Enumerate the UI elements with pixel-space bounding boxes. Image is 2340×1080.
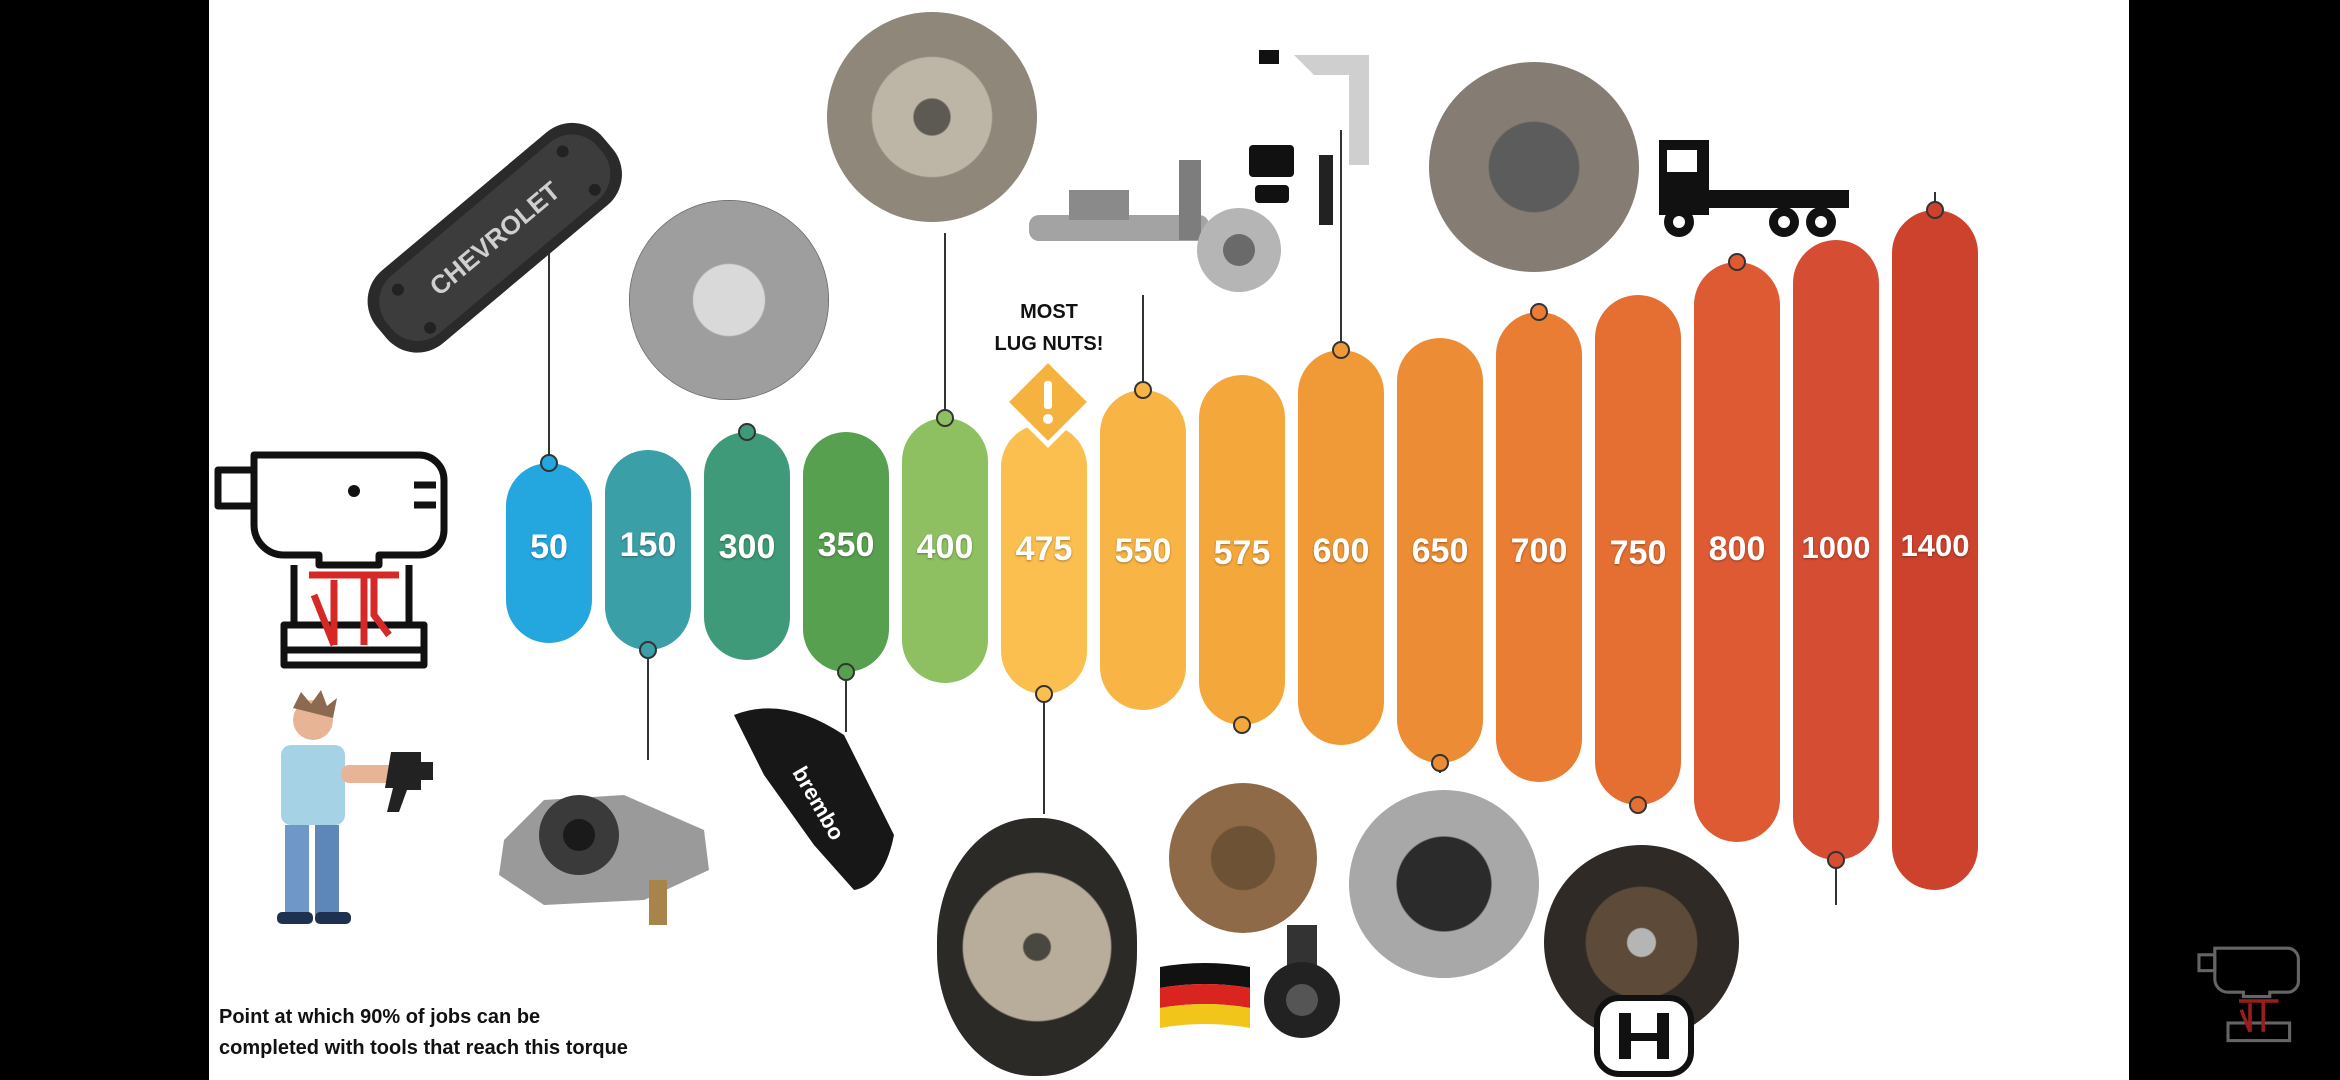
torque-bar-750 [1595,295,1681,805]
torque-value-label: 700 [1510,532,1568,570]
connector-dot-150 [639,641,657,659]
connector-line-600 [1340,130,1342,350]
connector-dot-475 [1035,685,1053,703]
connector-dot-575 [1233,716,1251,734]
connector-dot-750 [1629,796,1647,814]
axle-nut-socket-image [1349,790,1539,978]
torque-bar-1400 [1892,210,1978,890]
alloy-wheel-image [629,200,829,400]
torque-bar-575 [1199,375,1285,725]
semi-truck-icon [1659,140,1849,237]
wheel-hub-nut-image [827,12,1037,222]
connector-dot-1000 [1827,851,1845,869]
connector-dot-50 [540,454,558,472]
connector-dot-650 [1431,754,1449,772]
connector-line-400 [944,233,946,418]
water-pump-image [499,795,709,925]
torque-value-label: 800 [1708,530,1766,568]
torque-value-label: 600 [1312,532,1370,570]
torque-bar-800 [1694,262,1780,842]
connector-dot-300 [738,423,756,441]
caption-text: Point at which 90% of jobs can be comple… [219,1002,779,1064]
front-suspension-image [1029,160,1281,292]
torque-value-label: 300 [718,528,776,566]
lug-nut-wheel-image [937,818,1137,1076]
torque-value-label: 575 [1213,534,1271,572]
torque-bar-700 [1496,312,1582,782]
connector-line-350 [845,672,847,732]
torque-value-label: 350 [817,526,875,564]
torque-bar-150 [605,450,691,650]
connector-dot-400 [936,409,954,427]
connector-dot-600 [1332,341,1350,359]
impact-wrench-icon [214,451,448,669]
torque-value-label: 1400 [1900,528,1970,563]
connector-line-550 [1142,295,1144,390]
torque-bar-50 [506,463,592,643]
connector-line-150 [647,650,649,760]
warning-diamond-icon [1002,356,1094,448]
torque-value-label: 550 [1114,532,1172,570]
connector-line-475 [1043,694,1045,814]
brand-logo-icon [2197,946,2300,1043]
brembo-caliper-image: brembo [734,708,894,890]
torque-bar-475 [1001,424,1087,694]
most-lug-nuts-note: MOST LUG NUTS! [974,296,1124,360]
chevrolet-valve-cover-image: CHEVROLET [367,122,622,353]
torque-value-label: 1000 [1801,530,1871,565]
torque-value-label: 475 [1015,530,1073,568]
torque-bar-550 [1100,390,1186,710]
connector-dot-800 [1728,253,1746,271]
torque-bar-300 [704,432,790,660]
warning-note-line1: MOST [1020,301,1078,323]
german-flag-icon [1160,963,1250,1028]
torque-value-label: 150 [619,526,677,564]
infographic-canvas: 50 150 300 350 400 475 550 575 600 650 700 750 800 10… [209,0,2129,1080]
torque-bar-650 [1397,338,1483,763]
connector-line-1000 [1835,860,1837,905]
torque-bar-1000 [1793,240,1879,860]
torque-bar-350 [803,432,889,672]
mechanic-holding-wrench-icon [277,690,433,924]
suspension-nut-image [1169,783,1317,933]
triple-square-socket-image [1264,925,1340,1038]
torque-value-label: 750 [1609,534,1667,572]
torque-bar-600 [1298,350,1384,745]
torque-value-label: 50 [530,528,568,566]
connector-dot-1400 [1926,201,1944,219]
ball-joint-press-tool-image [1249,50,1369,225]
torque-bar-400 [902,418,988,683]
connector-dot-550 [1134,381,1152,399]
caption-line2: completed with tools that reach this tor… [219,1037,628,1059]
warning-note-line2: LUG NUTS! [994,333,1104,355]
caption-line1: Point at which 90% of jobs can be [219,1006,541,1028]
connector-dot-700 [1530,303,1548,321]
ball-joint-image [1429,62,1639,272]
connector-dot-350 [837,663,855,681]
connector-line-50 [548,233,550,463]
torque-value-label: 400 [916,528,974,566]
torque-value-label: 650 [1411,532,1469,570]
honda-logo-icon [1594,995,1694,1077]
